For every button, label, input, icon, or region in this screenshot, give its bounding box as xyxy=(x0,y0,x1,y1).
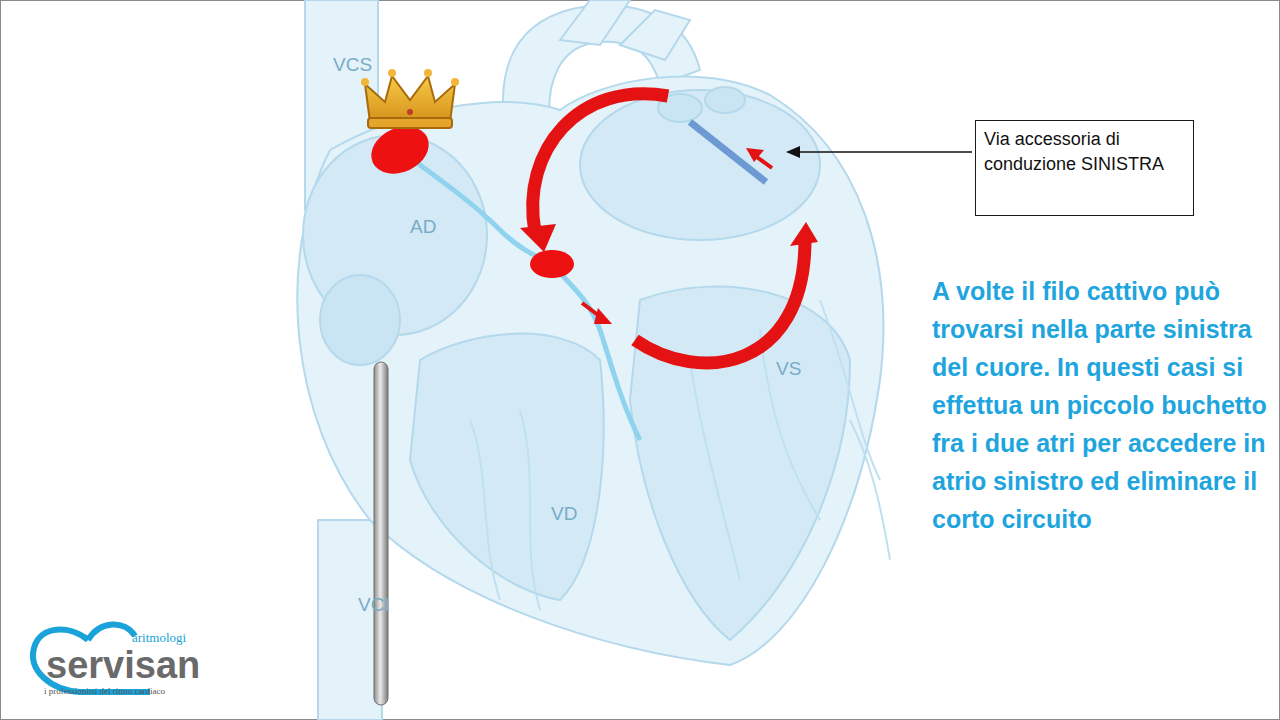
chamber-label: VD xyxy=(551,503,577,525)
logo-tagline-top: aritmologi xyxy=(132,630,186,646)
callout-text: Via accessoria di conduzione SINISTRA xyxy=(984,127,1185,177)
accessory-pathway xyxy=(690,122,766,182)
explanation-text: A volte il filo cattivo può trovarsi nel… xyxy=(932,272,1272,538)
leader-arrow xyxy=(786,146,972,158)
logo-tagline: i professionisti del ritmo cardiaco xyxy=(44,686,165,696)
heart-details xyxy=(470,300,890,610)
chamber-label: AD xyxy=(410,216,436,238)
conduction-pathway xyxy=(400,150,640,440)
av-node xyxy=(530,250,574,278)
catheter xyxy=(374,362,388,705)
heart-outline xyxy=(297,0,883,720)
vessel-label: VCS xyxy=(333,54,372,76)
callout-box: Via accessoria di conduzione SINISTRA xyxy=(975,120,1194,216)
circuit-arrows xyxy=(520,94,818,363)
chamber-label: VS xyxy=(776,358,801,380)
vessel-label: VCI xyxy=(358,594,390,616)
crown-icon xyxy=(361,69,459,128)
logo-wordmark: servisan xyxy=(46,644,200,687)
